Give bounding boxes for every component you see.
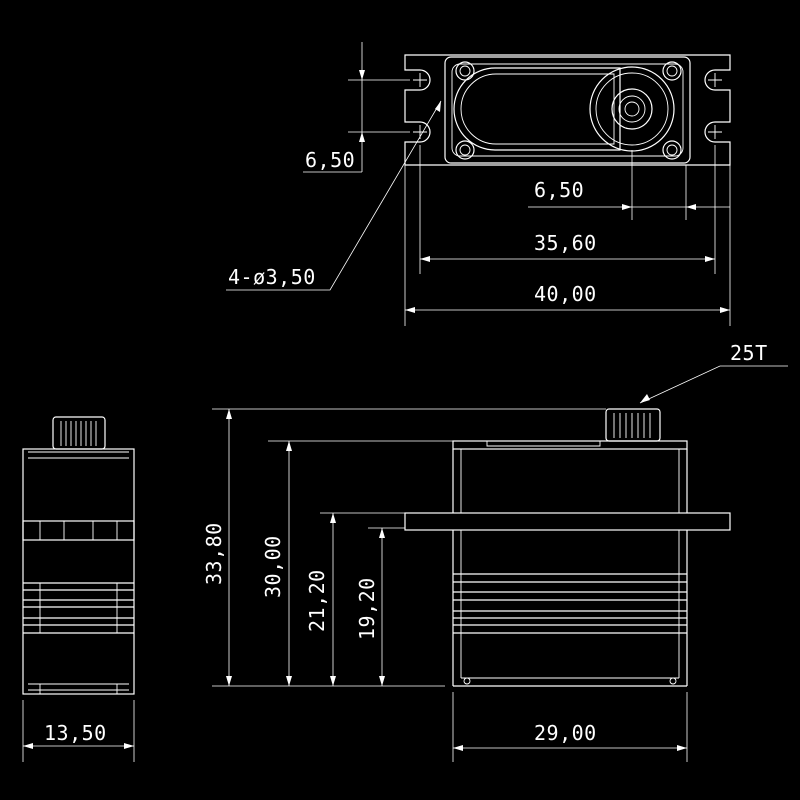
side-body xyxy=(22,448,135,695)
horn-slot xyxy=(453,67,621,151)
case-screw-icon xyxy=(455,61,682,160)
dim-side-width: 13,50 xyxy=(44,721,107,745)
dim-body-width: 29,00 xyxy=(534,721,597,745)
mounting-hole-center-icon xyxy=(413,73,722,139)
dim-body-height: 30,00 xyxy=(261,535,285,598)
dim-spline-teeth: 25T xyxy=(730,341,768,365)
dim-hole-spacing: 35,60 xyxy=(534,231,597,255)
top-case-outer xyxy=(444,56,691,164)
dim-total-height: 33,80 xyxy=(202,522,226,585)
output-shaft-outer xyxy=(589,66,675,152)
dim-lower-height: 19,20 xyxy=(355,577,379,640)
side-view xyxy=(22,416,135,762)
front-lower-body xyxy=(452,530,688,686)
dim-overall-length: 40,00 xyxy=(534,282,597,306)
front-mounting-flange xyxy=(404,512,731,531)
top-view xyxy=(226,42,731,326)
dim-spline-offset: 6,50 xyxy=(534,178,584,202)
dim-mounting-holes: 4-ø3,50 xyxy=(228,265,316,289)
front-upper-case xyxy=(452,449,688,513)
dim-hole-pitch: 6,50 xyxy=(305,148,355,172)
output-shaft-spline xyxy=(611,88,653,130)
front-view xyxy=(212,365,788,762)
dim-flange-height: 21,20 xyxy=(305,569,329,632)
top-case-inner xyxy=(451,63,684,157)
